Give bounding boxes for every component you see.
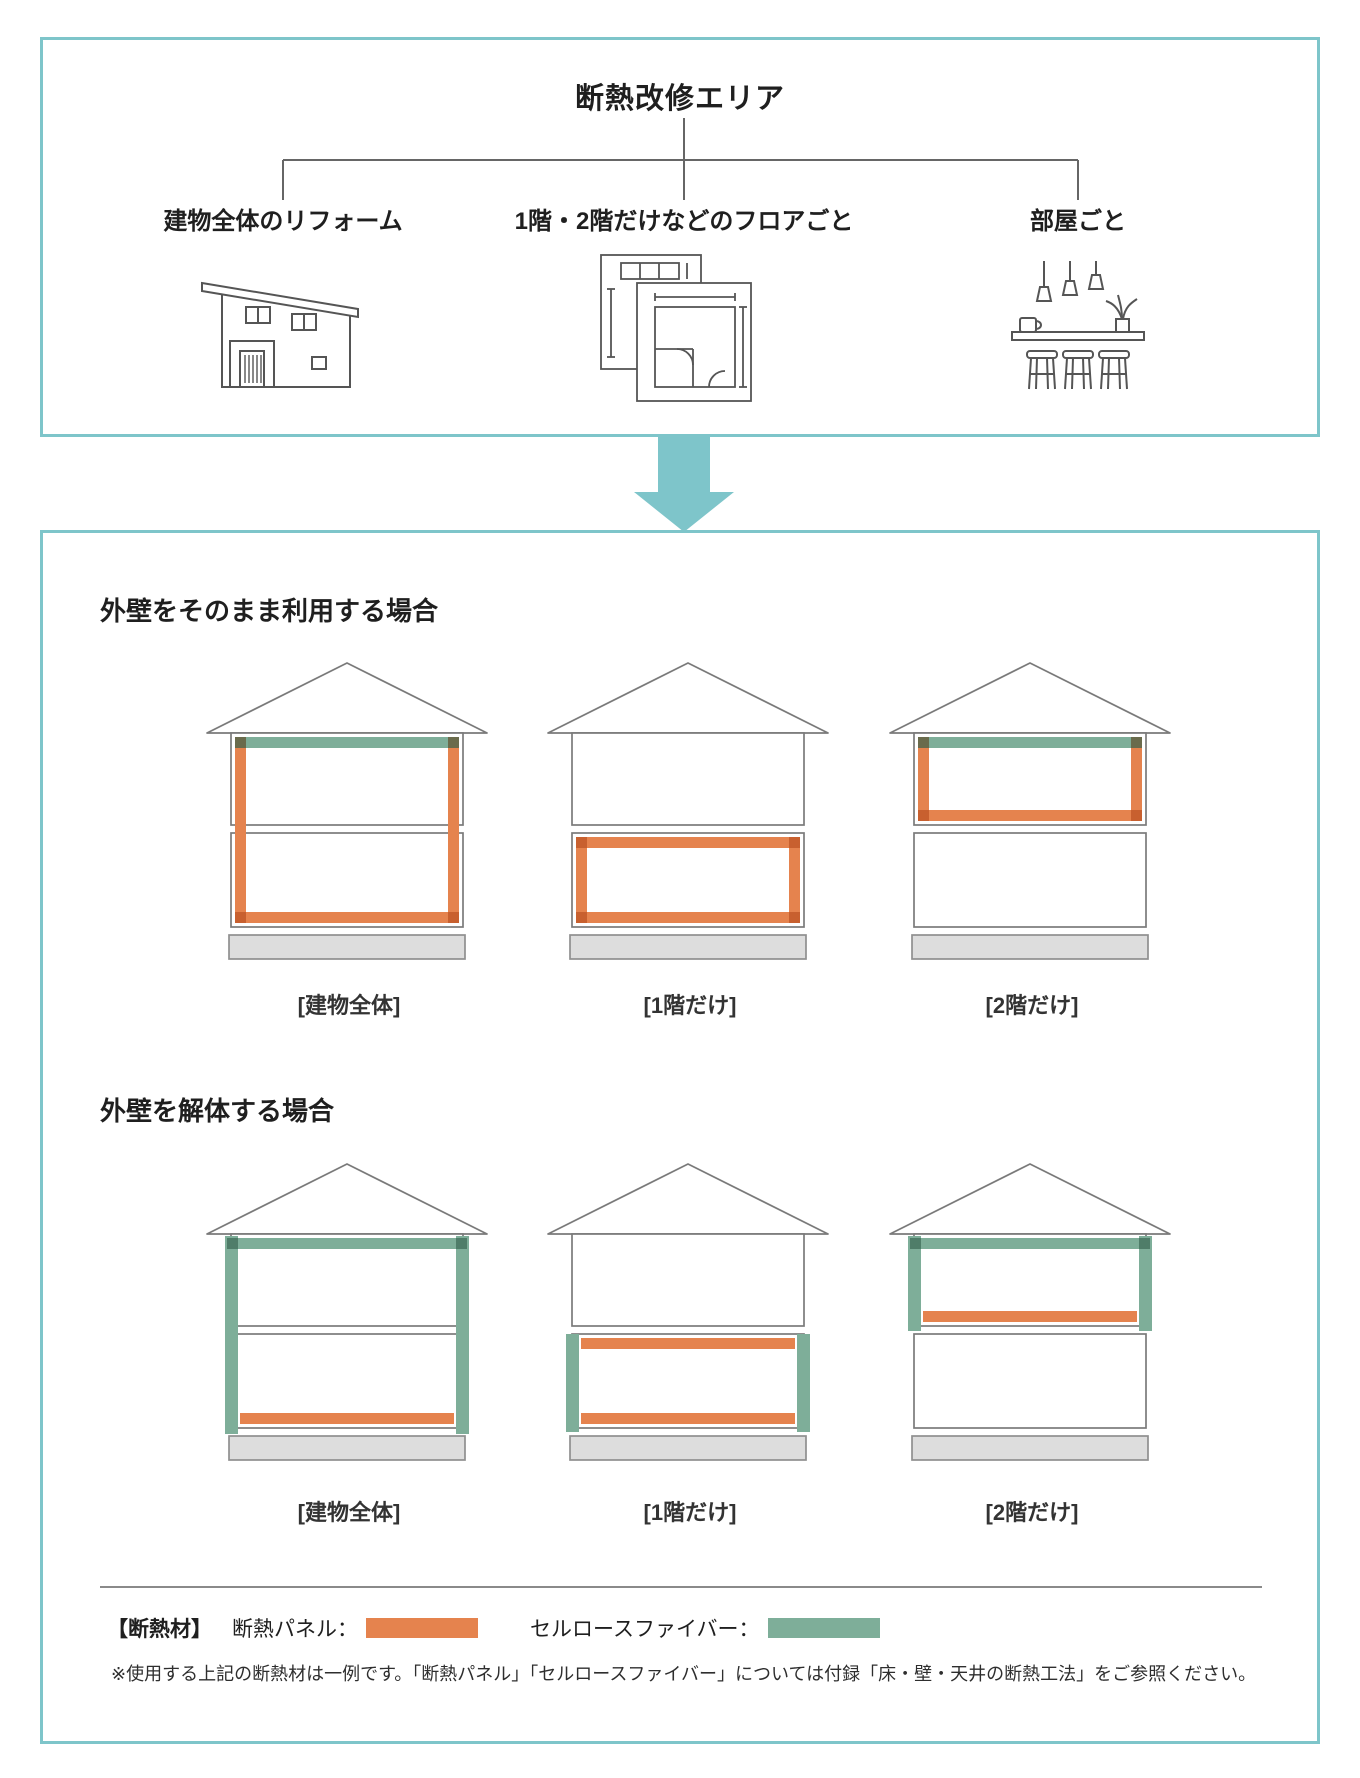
cellulose-swatch [767,1618,880,1638]
room-icon [1010,261,1145,390]
house-cross-section [205,1156,489,1462]
house-label: [建物全体] [297,1500,401,1525]
legend-title: 【断熱材】 [107,1618,212,1641]
house-figure-svg [547,662,829,960]
house-label: [1階だけ] [643,1500,737,1525]
house-cross-section [546,1156,830,1462]
legend-note: ※使用する上記の断熱材は一例です。「断熱パネル」「セルロースファイバー」について… [111,1664,1257,1684]
area-option-per-room: 部屋ごと [868,205,1288,391]
section-heading-keep-walls: 外壁をそのまま利用する場合 [100,596,439,626]
house-label: [建物全体] [297,993,401,1018]
house-cross-section [888,1156,1172,1462]
insulation-detail-panel: 外壁をそのまま利用する場合 [建物全体] [1階だけ] [2階だけ] 外壁を解体… [40,530,1320,1744]
legend: 【断熱材】 断熱パネル： セルロースファイバー： [107,1615,880,1641]
area-option-per-floor: 1階・2階だけなどのフロアごと [474,205,894,403]
legend-item-cellulose: セルロースファイバー： [530,1613,880,1643]
stool-icon [1097,350,1130,390]
down-arrow [658,435,710,492]
house-figure-svg [547,1163,829,1461]
tree-connector-lines [282,118,1079,200]
house-figure-svg [206,1163,488,1461]
house-figure-svg [206,662,488,960]
stool-icon [1061,350,1094,390]
house-label: [2階だけ] [985,1500,1079,1525]
legend-divider [100,1586,1262,1588]
legend-item-label: 断熱パネル： [232,1618,358,1641]
house-cross-section [888,655,1172,961]
house-cross-section [205,655,489,961]
down-arrow-head [634,492,734,532]
area-option-label: 建物全体のリフォーム [163,208,403,235]
panel-title: 断熱改修エリア [574,83,785,115]
house-label: [2階だけ] [985,993,1079,1018]
legend-item-label: セルロースファイバー： [530,1618,760,1641]
area-option-label: 部屋ごと [1030,208,1126,235]
renovation-area-panel: 断熱改修エリア 建物全体のリフォーム 1階・2階だけなどのフロアごと [40,37,1320,437]
house-icon [201,281,359,388]
house-label: [1階だけ] [643,993,737,1018]
legend-item-panel: 断熱パネル： [232,1613,478,1643]
panel-swatch [366,1618,478,1638]
area-option-label: 1階・2階だけなどのフロアごと [514,208,854,235]
floorplan-icon [599,254,752,402]
section-heading-demolish-walls: 外壁を解体する場合 [100,1096,335,1126]
area-option-whole-building: 建物全体のリフォーム [73,205,493,389]
house-figure-svg [889,1163,1171,1461]
house-figure-svg [889,662,1171,960]
stool-icon [1025,350,1058,390]
house-cross-section [546,655,830,961]
